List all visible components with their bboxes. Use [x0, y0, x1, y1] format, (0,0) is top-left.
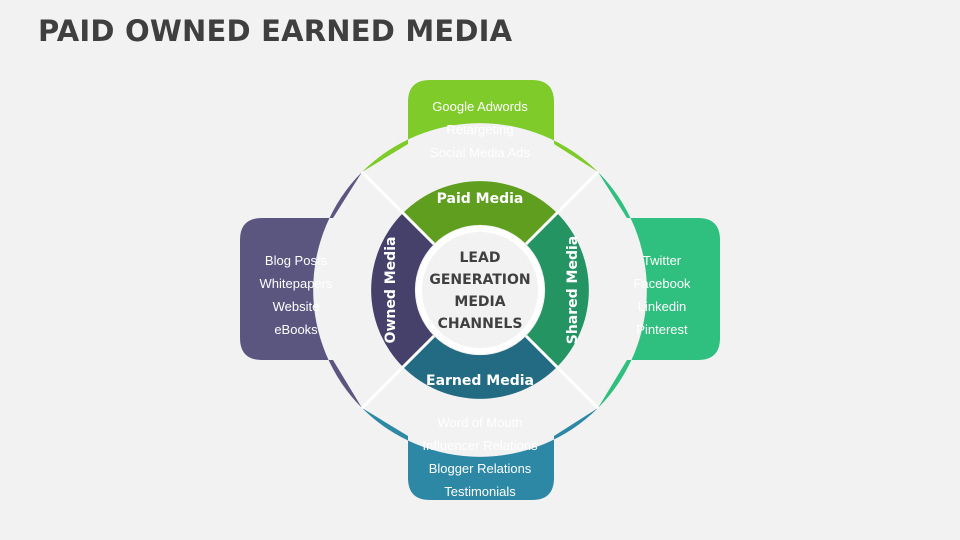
page-title: PAID OWNED EARNED MEDIA: [38, 14, 513, 48]
center-line-1: LEAD: [460, 250, 501, 266]
owned-item: Blog Posts: [265, 253, 328, 268]
shared-item: Facebook: [633, 276, 691, 291]
earned-item: Word of Mouth: [437, 415, 522, 430]
center-line-3: MEDIA: [454, 294, 505, 310]
paid-item: Social Media Ads: [430, 145, 530, 160]
center-line-4: CHANNELS: [438, 316, 523, 332]
paid-media-label: Paid Media: [437, 191, 524, 207]
shared-media-segment: [526, 172, 720, 408]
owned-media-label: Owned Media: [383, 237, 399, 344]
owned-item: Website: [273, 299, 320, 314]
owned-media-segment: [240, 172, 434, 408]
paid-item: Retargeting: [446, 122, 513, 137]
owned-item: Whitepapers: [260, 276, 333, 291]
shared-item: Pinterest: [636, 322, 688, 337]
owned-item: eBooks: [274, 322, 318, 337]
segment-separators: [360, 170, 600, 410]
paid-media-segment: [362, 80, 598, 244]
earned-item: Influencer Relations: [423, 438, 538, 453]
center-circle-inner: [422, 232, 538, 348]
paid-item: Google Adwords: [432, 99, 528, 114]
earned-item: Blogger Relations: [429, 461, 532, 476]
earned-item: Testimonials: [444, 484, 516, 499]
shared-item: Twitter: [643, 253, 682, 268]
center-line-2: GENERATION: [429, 272, 530, 288]
shared-item: Linkedin: [638, 299, 686, 314]
shared-media-label: Shared Media: [565, 236, 581, 345]
earned-media-segment: [362, 336, 598, 500]
earned-media-label: Earned Media: [426, 373, 534, 389]
